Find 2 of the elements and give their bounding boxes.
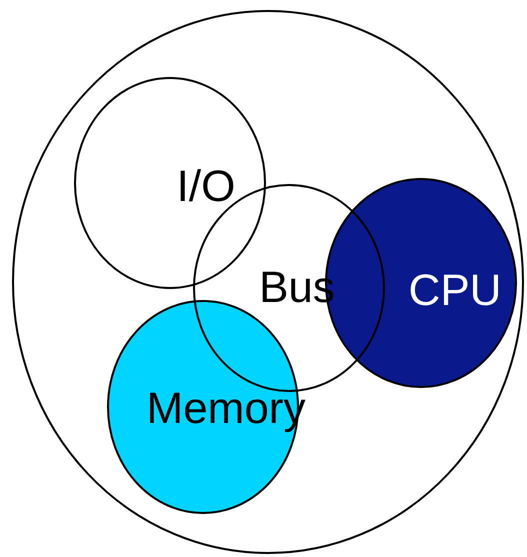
circle-label: CPU [408,269,502,313]
circle-label: I/O [176,165,236,209]
